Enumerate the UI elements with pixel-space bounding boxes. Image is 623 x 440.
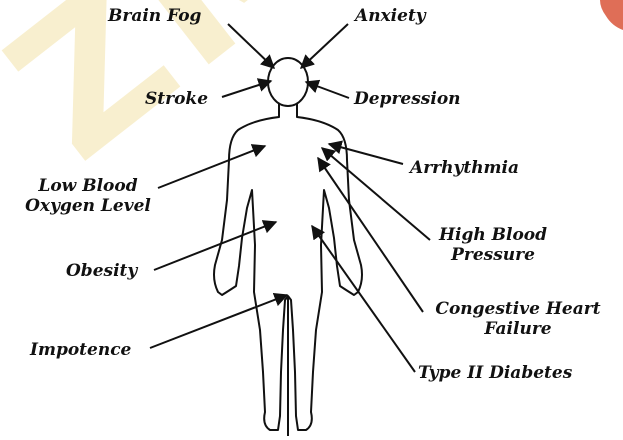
label-arrhythmia: Arrhythmia — [410, 158, 519, 178]
arrow-type-ii-diabetes — [312, 226, 415, 372]
label-high-blood-pressure: High Blood Pressure — [418, 225, 568, 265]
label-congestive-heart-failure: Congestive Heart Failure — [418, 299, 618, 339]
label-brain-fog: Brain Fog — [108, 6, 201, 26]
arrow-low-blood-oxygen — [158, 146, 265, 188]
arrow-impotence — [150, 295, 287, 348]
arrow-anxiety — [301, 24, 348, 68]
label-stroke: Stroke — [145, 89, 208, 109]
label-congestive-heart-failure-line-2: Failure — [418, 319, 618, 339]
label-anxiety: Anxiety — [355, 6, 426, 26]
label-impotence: Impotence — [30, 340, 131, 360]
label-low-blood-oxygen: Low Blood Oxygen Level — [18, 176, 158, 216]
head — [268, 58, 308, 106]
label-obesity: Obesity — [66, 261, 137, 281]
corner-hand-graphic — [600, 0, 623, 30]
label-high-blood-pressure-line-1: High Blood — [418, 225, 568, 245]
label-low-blood-oxygen-line-2: Oxygen Level — [18, 196, 158, 216]
label-low-blood-oxygen-line-1: Low Blood — [18, 176, 158, 196]
arrow-stroke — [222, 81, 271, 97]
label-high-blood-pressure-line-2: Pressure — [418, 245, 568, 265]
label-type-ii-diabetes: Type II Diabetes — [418, 363, 572, 383]
label-depression: Depression — [354, 89, 461, 109]
arrow-arrhythmia — [329, 144, 403, 164]
arrow-brain-fog — [228, 24, 274, 68]
label-congestive-heart-failure-line-1: Congestive Heart — [418, 299, 618, 319]
arrow-depression — [306, 82, 349, 98]
